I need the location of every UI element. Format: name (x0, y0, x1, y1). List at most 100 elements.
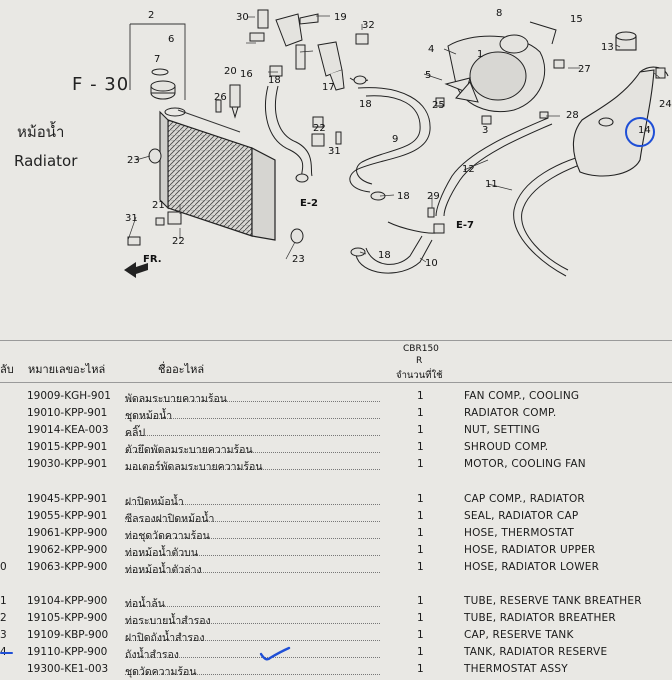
english-name-cell: TUBE, RADIATOR BREATHER (464, 612, 616, 624)
parts-table: ลับ หมายเลขอะไหล่ ชื่ออะไหล่ CBR150 R จำ… (0, 340, 672, 678)
callout: E-2 (300, 198, 318, 209)
callout: 26 (214, 92, 227, 103)
english-name-cell: HOSE, RADIATOR UPPER (464, 544, 596, 556)
figure-code: F - 30 (72, 74, 130, 95)
thermostat-housing-drawing (295, 41, 369, 91)
callout: 24 (659, 99, 672, 110)
part-number-cell: 19300-KE1-003 (27, 663, 109, 675)
thai-name-cell: ท่อระบายน้ำสำรอง (125, 615, 211, 627)
thai-name-cell: ถังน้ำสำรอง (125, 649, 179, 661)
callout: 5 (425, 70, 431, 81)
reserve-tank-drawing (572, 31, 669, 177)
callout: 3 (482, 125, 488, 136)
callout: 32 (362, 20, 375, 31)
row-index: 1 (0, 595, 7, 607)
callout: 9 (392, 134, 398, 145)
english-name-cell: MOTOR, COOLING FAN (464, 458, 586, 470)
quantity-cell: 1 (417, 424, 424, 436)
callout: 22 (172, 236, 185, 247)
table-top-rule (0, 340, 672, 341)
callout: E-7 (456, 220, 474, 231)
callout: 23 (127, 155, 140, 166)
english-name-cell: SEAL, RADIATOR CAP (464, 510, 579, 522)
quantity-cell: 1 (417, 629, 424, 641)
header-part-name: ชื่ออะไหล่ (158, 363, 205, 376)
dotted-leader (125, 521, 380, 522)
quantity-cell: 1 (417, 441, 424, 453)
callout: 22 (313, 123, 326, 134)
cap-group-bracket (129, 23, 186, 100)
callout: 15 (570, 14, 583, 25)
quantity-cell: 1 (417, 527, 424, 539)
quantity-cell: 1 (417, 646, 424, 658)
english-name-cell: CAP COMP., RADIATOR (464, 493, 585, 505)
english-name-cell: SHROUD COMP. (464, 441, 549, 453)
english-name-cell: FAN COMP., COOLING (464, 390, 580, 402)
svg-text:FR.: FR. (143, 254, 162, 265)
radiator-cap-drawing (150, 68, 186, 117)
callout: 31 (328, 146, 341, 157)
callout: 2 (148, 10, 154, 21)
breather-tube-drawing (435, 117, 553, 217)
quantity-cell: 1 (417, 612, 424, 624)
header-rule (0, 382, 672, 383)
header-model-sub: R (416, 356, 423, 366)
pen-dash-annotation (0, 652, 13, 654)
english-name-cell: TANK, RADIATOR RESERVE (464, 646, 608, 658)
dotted-leader (125, 504, 380, 505)
part-number-cell: 19062-KPP-900 (27, 544, 108, 556)
callout: 18 (378, 250, 391, 261)
dotted-leader (125, 401, 380, 402)
part-number-cell: 19104-KPP-900 (27, 595, 108, 607)
dotted-leader (125, 640, 380, 641)
fan-shroud-drawing (444, 21, 557, 112)
thai-name-cell: ฝาปิดถังน้ำสำรอง (125, 632, 205, 644)
quantity-cell: 1 (417, 561, 424, 573)
part-number-cell: 19110-KPP-900 (27, 646, 108, 658)
row-index: 2 (0, 612, 7, 624)
callout: 19 (334, 12, 347, 23)
callout: 31 (125, 213, 138, 224)
callout: 10 (425, 258, 438, 269)
callout: 30 (236, 12, 249, 23)
english-name-cell: CAP, RESERVE TANK (464, 629, 574, 641)
callout: 4 (428, 44, 434, 55)
front-arrow: FR. (124, 254, 162, 278)
callout: 6 (168, 34, 174, 45)
thai-name-cell: พัดลมระบายความร้อน (125, 393, 227, 405)
callout: 11 (485, 179, 498, 190)
part-number-cell: 19055-KPP-901 (27, 510, 108, 522)
thai-name-cell: ท่อหม้อน้ำตัวล่าง (125, 564, 202, 576)
thai-name-cell: มอเตอร์พัดลมระบายความร้อน (125, 461, 263, 473)
part-number-cell: 19061-KPP-900 (27, 527, 108, 539)
callout: 27 (578, 64, 591, 75)
pen-circle-annotation (625, 117, 655, 147)
part-number-cell: 19009-KGH-901 (27, 390, 111, 402)
callout: 13 (601, 42, 614, 53)
callout: 25 (432, 100, 445, 111)
quantity-cell: 1 (417, 544, 424, 556)
fasteners-drawing (127, 59, 666, 257)
dotted-leader (125, 555, 380, 556)
temperature-sensor-drawing (215, 84, 241, 119)
english-name-cell: NUT, SETTING (464, 424, 541, 436)
thai-name-cell: ท่อชุดวัดความร้อน (125, 530, 210, 542)
callout: 21 (152, 200, 165, 211)
callout: 18 (268, 75, 281, 86)
callout: 29 (427, 191, 440, 202)
callout-numbers: 1 2 3 4 5 6 7 8 9 10 11 12 13 14 15 16 1… (125, 8, 672, 269)
dotted-leader (125, 623, 380, 624)
header-index: ลับ (0, 363, 14, 376)
callout: 14 (638, 125, 651, 136)
thai-name-cell: ตัวยึดพัดลมระบายความร้อน (125, 444, 253, 456)
